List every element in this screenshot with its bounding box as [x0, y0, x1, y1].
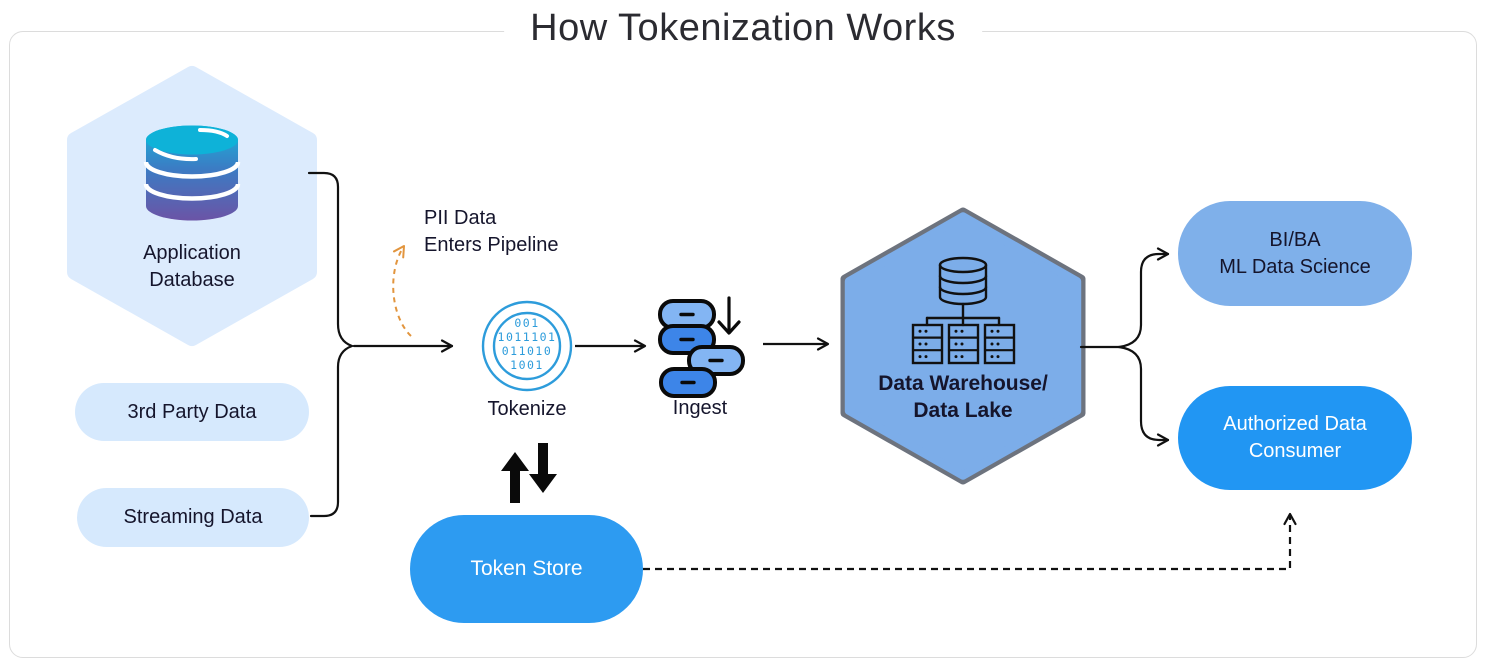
database-icon	[143, 125, 241, 221]
streaming-data-pill: Streaming Data	[77, 488, 309, 547]
tokenize-icon: 001 1011101 011010 1001	[481, 300, 573, 392]
binary-row: 011010	[502, 344, 553, 358]
token-store-dashed-connector	[643, 512, 1297, 571]
warehouse-servers-icon	[911, 256, 1016, 365]
ingest-label: Ingest	[672, 397, 728, 419]
application-database-label: Application Database	[143, 242, 241, 291]
consumers-brace-connector	[1079, 247, 1170, 447]
pii-dashed-arrow	[392, 245, 412, 337]
binary-row: 1011101	[498, 330, 557, 344]
bi-ml-pill: BI/BA ML Data Science	[1178, 201, 1412, 306]
binary-row: 001	[514, 316, 539, 330]
ingest-down-arrow-icon	[717, 296, 741, 335]
third-party-data-pill: 3rd Party Data	[75, 383, 309, 441]
sources-brace-connector	[307, 171, 454, 518]
binary-row: 1001	[510, 358, 544, 372]
token-store-pill: Token Store	[410, 515, 643, 623]
tokenize-label: Tokenize	[487, 398, 567, 420]
data-warehouse-hexagon	[840, 207, 1086, 485]
data-warehouse-label: Data Warehouse/ Data Lake	[878, 372, 1048, 422]
page-title: How Tokenization Works	[504, 7, 982, 50]
ingest-icon	[658, 296, 745, 398]
authorized-data-consumer-pill: Authorized Data Consumer	[1178, 386, 1412, 490]
swap-arrows-icon	[501, 443, 557, 503]
pii-note-label: PII Data Enters Pipeline	[424, 207, 559, 256]
